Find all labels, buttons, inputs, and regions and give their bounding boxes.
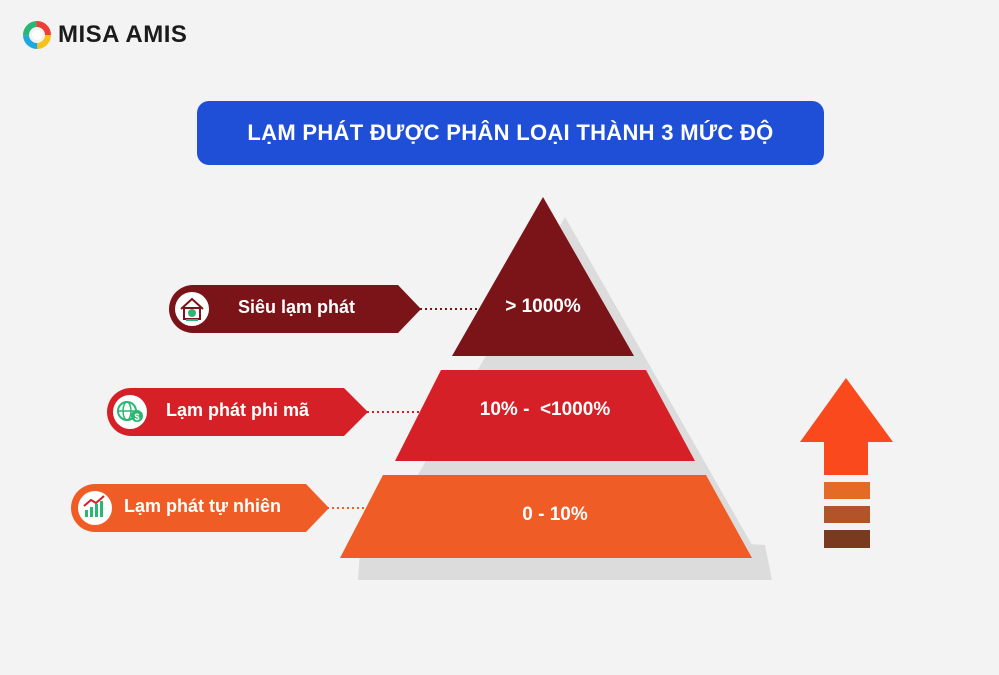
logo-text: MISA AMIS [58,21,188,48]
page-title: LẠM PHÁT ĐƯỢC PHÂN LOẠI THÀNH 3 MỨC ĐỘ [197,101,824,165]
pyramid-tier-bottom [340,475,752,558]
growth-chart-icon [78,491,112,525]
label-hyperinflation: Siêu lạm phát [238,297,356,317]
level-range-top: > 1000% [505,296,581,317]
globe-money-icon: $ [113,395,147,429]
level-range-middle: 10% - <1000% [479,399,611,420]
label-galloping-inflation: Lạm phát phi mã [166,400,310,420]
pyramid-tier-middle [395,370,695,461]
svg-text:$: $ [134,412,139,422]
label-natural-inflation: Lạm phát tự nhiên [124,496,282,516]
label-tag-galloping-inflation [107,388,368,436]
house-money-icon [175,292,209,326]
label-tag-natural-inflation [71,484,329,532]
misa-amis-logo: MISA AMIS [22,20,187,50]
level-range-bottom: 0 - 10% [522,504,588,525]
label-tag-hyperinflation [169,285,421,333]
pyramid-tier-top [452,197,634,356]
up-arrow-icon [800,378,893,548]
misa-amis-logo-icon [23,21,51,49]
